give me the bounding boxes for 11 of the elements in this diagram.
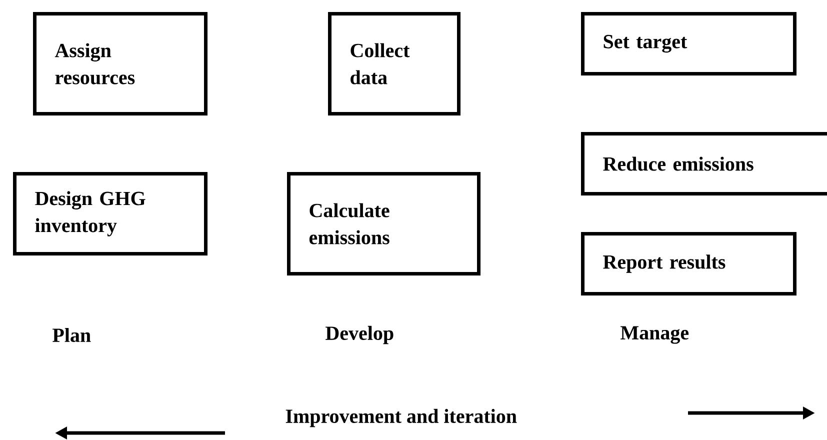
process-box: Report results [581,232,796,296]
process-box: Set target [581,12,796,76]
process-box: Assign resources [33,12,208,116]
stage-label: Manage [620,326,689,344]
process-box: Collect data [328,12,460,116]
process-box: Design GHG inventory [13,172,208,256]
process-box: Reduce emissions [581,132,827,196]
process-box: Calculate emissions [287,172,480,276]
stage-label: Improvement and iteration [286,408,517,428]
stage-label: Plan [52,328,91,342]
stage-label: Develop [326,326,394,344]
